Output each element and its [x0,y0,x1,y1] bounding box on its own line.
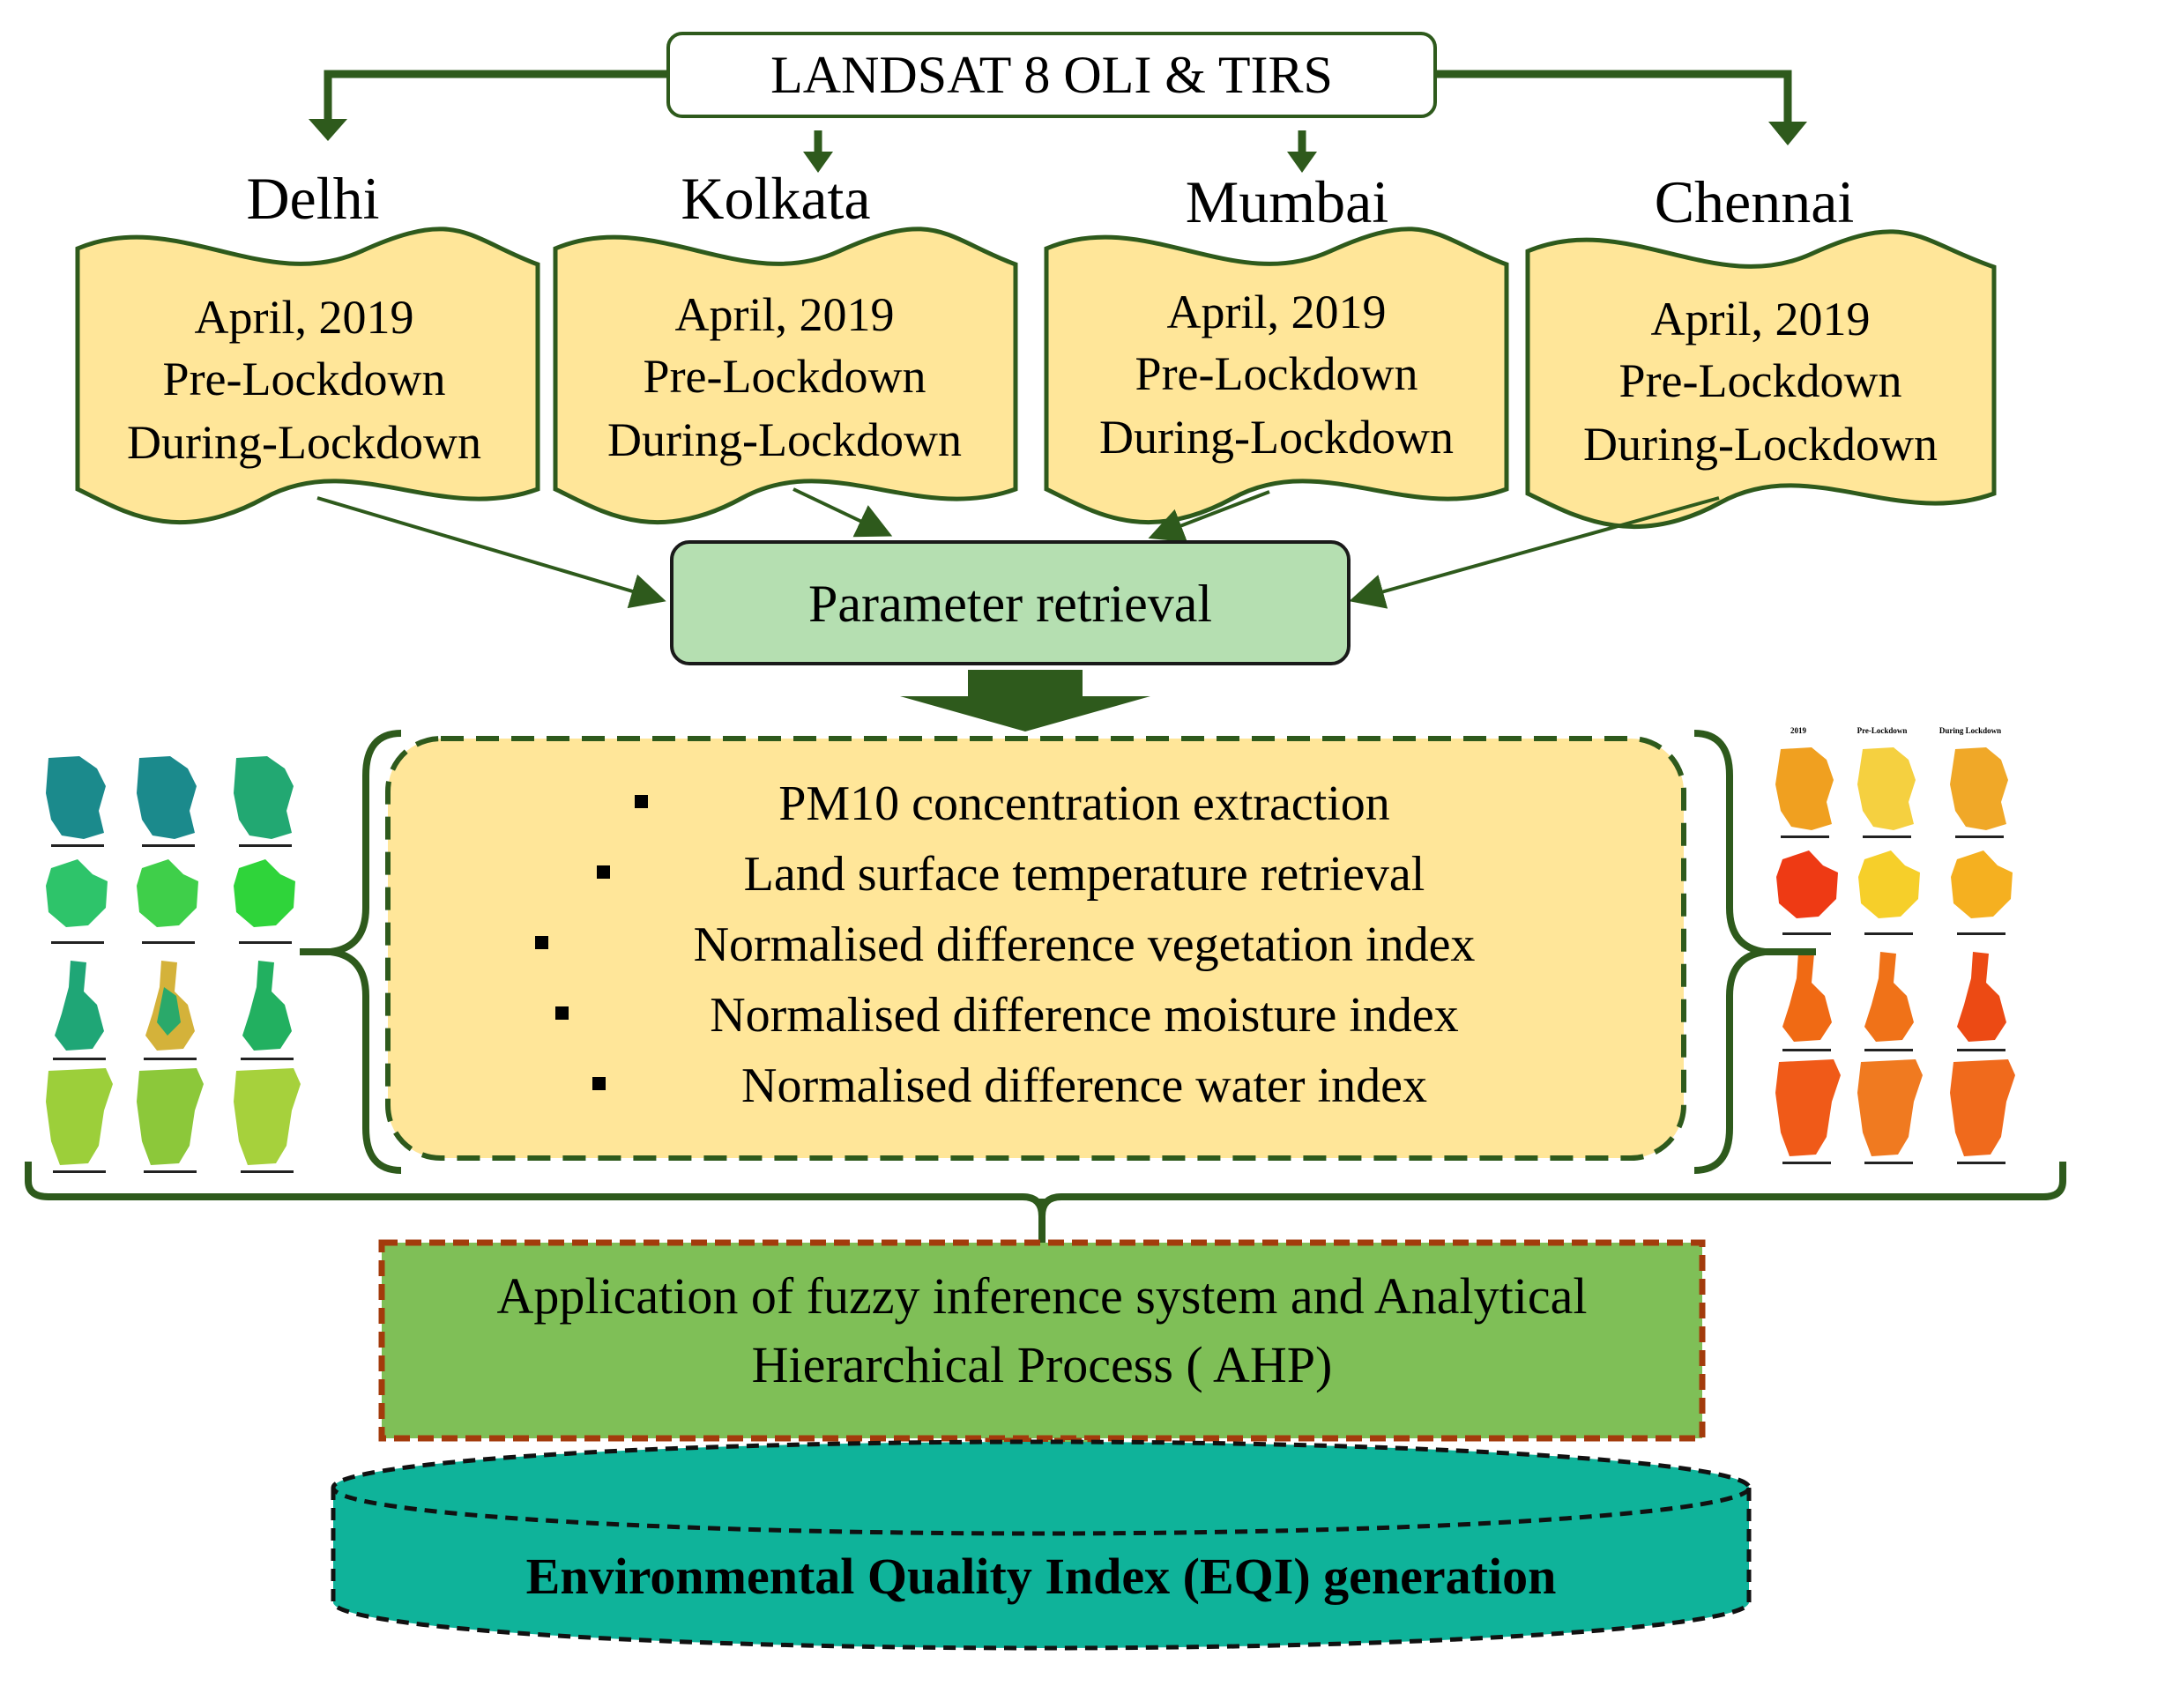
parameter-item: PM10 concentration extraction [778,776,1390,831]
bullet-icon [592,1077,606,1090]
parameter-item: Normalised difference water index [741,1058,1427,1113]
map-thumbnail [1775,747,1834,838]
city-name-delhi: Delhi [246,165,379,232]
banner-connectors [316,487,1720,609]
map-thumbnail [1776,850,1838,935]
map-thumbnail [137,756,197,847]
map-thumbnail [1951,850,2013,935]
map-thumbnail [1858,850,1920,935]
banner-period: Pre-Lockdown [1135,347,1418,400]
bracket-right [1693,730,1816,1174]
bracket-left [300,730,402,1174]
fuzzy-label-line1: Application of fuzzy inference system an… [497,1267,1588,1325]
map-thumbnail [46,1068,113,1173]
banner-period: April, 2019 [195,291,414,344]
banner-period: During-Lockdown [127,416,481,469]
banner-period: During-Lockdown [1583,418,1938,471]
city-name-kolkata: Kolkata [681,165,870,232]
eqi-node: Environmental Quality Index (EQI) genera… [331,1439,1752,1651]
bullet-icon [635,795,648,808]
parameter-item: Normalised difference vegetation index [694,917,1476,972]
map-thumbnail [144,961,197,1060]
parameter-item: Normalised difference moisture index [710,988,1459,1043]
parameter-item: Land surface temperature retrieval [744,847,1425,902]
thumbnail-header: 2019 [1790,726,1807,735]
banner-period: April, 2019 [1167,286,1387,338]
bullet-icon [555,1006,569,1020]
city-name-chennai: Chennai [1655,168,1855,235]
source-label: LANDSAT 8 OLI & TIRS [770,46,1333,104]
city-banner-chennai: April, 2019 Pre-Lockdown During-Lockdown [1525,229,1997,530]
map-thumbnail [1957,952,2006,1051]
thumbnails-right: 2019 Pre-Lockdown During Lockdown [1775,726,2015,1164]
map-thumbnail [46,859,108,944]
source-node: LANDSAT 8 OLI & TIRS [666,32,1437,118]
banner-period: During-Lockdown [607,413,962,466]
thumbnail-header: During Lockdown [1939,726,2001,735]
city-name-mumbai: Mumbai [1186,168,1388,235]
map-thumbnail [234,756,294,847]
map-thumbnail [1775,1059,1841,1164]
parameters-node: PM10 concentration extraction Land surfa… [385,736,1686,1161]
map-thumbnail [1782,952,1832,1051]
fuzzy-ahp-node: Application of fuzzy inference system an… [378,1239,1706,1442]
banner-period: April, 2019 [1651,293,1871,345]
fuzzy-label-line2: Hierarchical Process ( AHP) [752,1336,1333,1393]
retrieval-node: Parameter retrieval [670,540,1351,665]
bullet-icon [597,865,610,879]
thumbnails-left [46,756,301,1173]
bracket-bottom [25,1162,2066,1244]
map-thumbnail [46,756,106,847]
banner-period: Pre-Lockdown [644,350,926,403]
down-arrow-large [900,670,1150,731]
thumbnail-header: Pre-Lockdown [1857,726,1908,735]
map-thumbnail [53,961,106,1060]
map-thumbnail [241,961,294,1060]
eqi-label: Environmental Quality Index (EQI) genera… [526,1548,1557,1605]
banner-period: Pre-Lockdown [1619,354,1902,407]
map-thumbnail [234,859,295,944]
retrieval-label: Parameter retrieval [808,575,1212,633]
map-thumbnail [137,1068,204,1173]
banner-period: During-Lockdown [1099,411,1454,464]
city-banner-delhi: April, 2019 Pre-Lockdown During-Lockdown [75,226,540,525]
map-thumbnail [1950,747,2008,838]
map-thumbnail [1857,747,1916,838]
source-connectors [324,70,1792,160]
map-thumbnail [234,1068,301,1173]
map-thumbnail [137,859,198,944]
map-thumbnail [1864,952,1914,1051]
source-arrowheads [309,119,1807,173]
map-thumbnail [1857,1059,1923,1164]
banner-period: Pre-Lockdown [163,353,446,405]
bullet-icon [535,936,548,949]
city-banner-kolkata: April, 2019 Pre-Lockdown During-Lockdown [553,226,1018,525]
banner-period: April, 2019 [675,288,895,341]
city-banner-mumbai: April, 2019 Pre-Lockdown During-Lockdown [1044,226,1509,525]
map-thumbnail [1950,1059,2015,1164]
